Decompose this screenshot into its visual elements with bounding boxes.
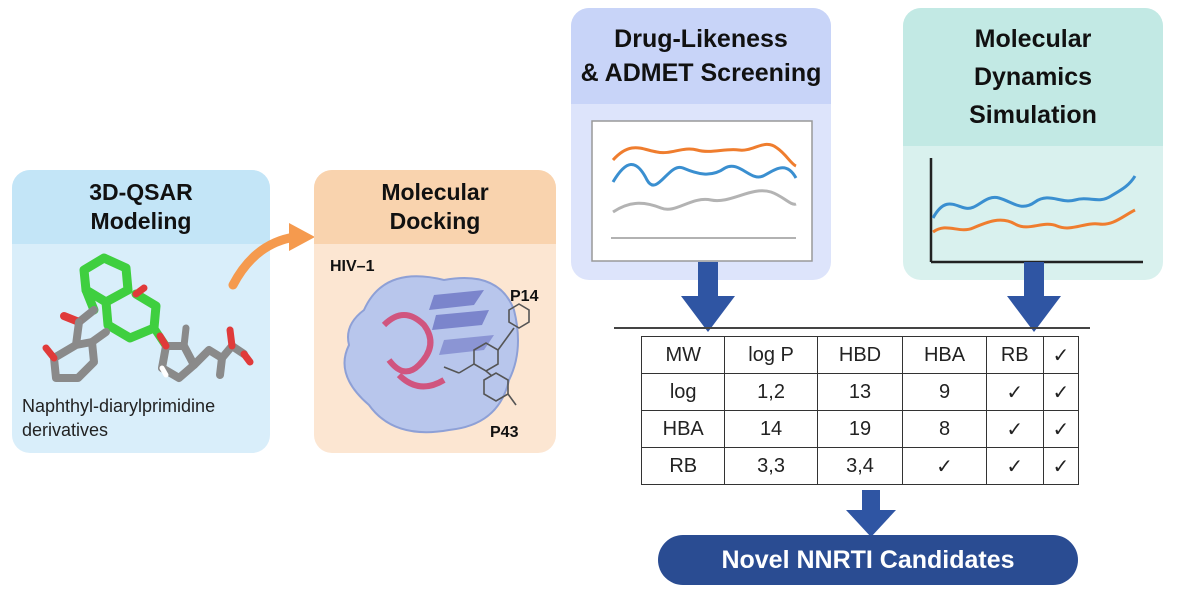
table-cell: 14 <box>724 410 818 448</box>
p14-label: P14 <box>510 288 539 305</box>
admet-title: Drug-Likeness & ADMET Screening <box>571 8 831 104</box>
table-cell: 9 <box>902 373 987 411</box>
protein-complex-icon <box>343 275 530 434</box>
table-row: MW log P HBD HBA RB ✓ <box>640 336 1080 374</box>
table-top-rule <box>614 327 1090 329</box>
nnrti-candidates-badge: Novel NNRTI Candidates <box>658 535 1078 585</box>
table-cell: HBA <box>640 410 726 448</box>
qsar-panel: 3D-QSAR Modeling Naphthyl-diarylprimidin… <box>12 170 270 453</box>
docking-panel: Molecular Docking HIV–1 P14 P43 <box>314 170 556 453</box>
table-cell: RB <box>985 336 1044 374</box>
down-arrow-icon <box>681 262 735 332</box>
table-cell: RB <box>640 447 726 485</box>
table-cell: HBD <box>816 336 904 374</box>
table-cell: 3,3 <box>724 447 818 485</box>
table-cell: MW <box>640 336 726 374</box>
table-cell: ✓ <box>1042 336 1080 374</box>
p43-label: P43 <box>490 424 519 441</box>
table-cell: ✓ <box>985 447 1044 485</box>
down-arrow-icon <box>846 490 896 537</box>
table-cell: 3,4 <box>816 447 904 485</box>
md-line-chart <box>929 158 1143 264</box>
table-cell: 13 <box>816 373 904 411</box>
hiv1-label: HIV–1 <box>330 258 375 275</box>
table-cell: ✓ <box>985 373 1044 411</box>
table-cell: ✓ <box>1042 447 1080 485</box>
table-cell: log P <box>724 336 818 374</box>
table-row: log 1,2 13 9 ✓ ✓ <box>640 373 1080 411</box>
qsar-title: 3D-QSAR Modeling <box>12 170 270 244</box>
table-cell: HBA <box>902 336 987 374</box>
table-cell: 19 <box>816 410 904 448</box>
results-table: MW log P HBD HBA RB ✓ log 1,2 13 9 ✓ ✓ H… <box>640 336 1080 485</box>
down-arrow-icon <box>1007 262 1061 332</box>
curved-arrow-icon <box>228 223 315 290</box>
docking-title: Molecular Docking <box>314 170 556 244</box>
md-title: Molecular Dynamics Simulation <box>903 8 1163 146</box>
table-row: HBA 14 19 8 ✓ ✓ <box>640 410 1080 448</box>
table-cell: ✓ <box>1042 410 1080 448</box>
table-cell: ✓ <box>985 410 1044 448</box>
table-cell: log <box>640 373 726 411</box>
md-panel: Molecular Dynamics Simulation <box>903 8 1163 280</box>
molecule-structure-icon <box>42 253 254 382</box>
table-cell: 8 <box>902 410 987 448</box>
table-row: RB 3,3 3,4 ✓ ✓ ✓ <box>640 447 1080 485</box>
table-cell: ✓ <box>1042 373 1080 411</box>
table-cell: ✓ <box>902 447 987 485</box>
qsar-caption: Naphthyl-diarylprimidine derivatives <box>22 396 216 440</box>
admet-line-chart <box>591 120 813 262</box>
admet-panel: Drug-Likeness & ADMET Screening <box>571 8 831 280</box>
table-cell: 1,2 <box>724 373 818 411</box>
